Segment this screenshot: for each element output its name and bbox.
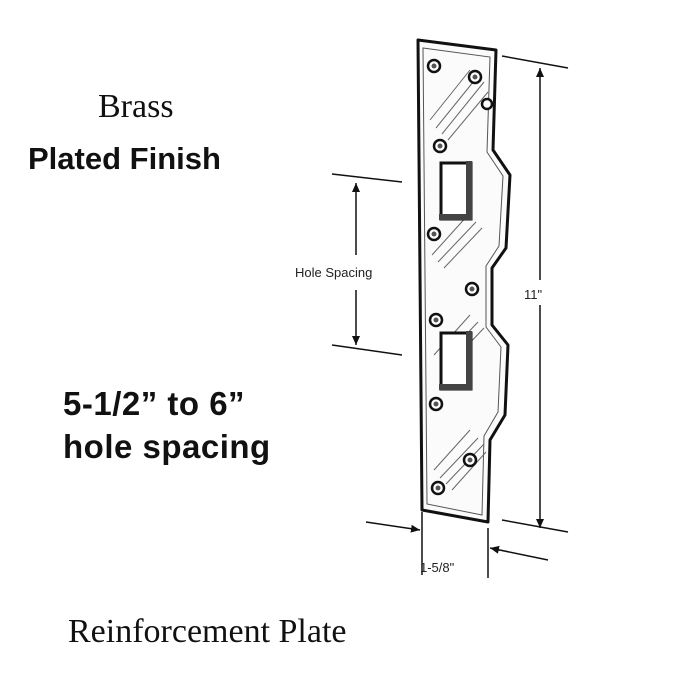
heading-brass: Brass [98,88,174,125]
length-label: 11" [524,287,543,302]
screw-holes [426,58,494,496]
product-caption: Reinforcement Plate [68,613,347,650]
hole-spacing-dimension [331,173,403,356]
width-label: 1-5/8" [420,560,455,575]
length-dimension [501,55,569,533]
spacing-range-text: 5-1/2” to 6” [63,385,246,422]
hole-spacing-label: Hole Spacing [295,265,373,280]
heading-plated-finish: Plated Finish [28,141,221,176]
plate-outline [416,38,512,524]
strike-slots [439,161,473,391]
spacing-label-text: hole spacing [63,428,271,465]
width-dimension [365,512,549,578]
